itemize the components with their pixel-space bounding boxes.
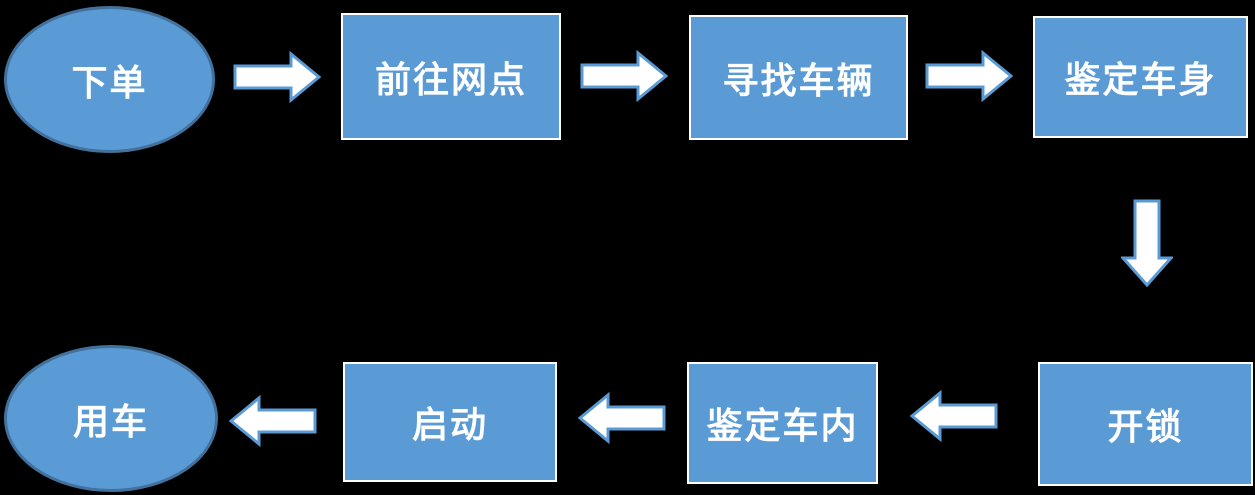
node-go-to-outlet: 前往网点 xyxy=(341,13,561,140)
node-label: 前往网点 xyxy=(374,58,527,100)
node-label: 鉴定车身 xyxy=(1064,59,1217,100)
node-start: 启动 xyxy=(343,362,557,482)
node-label: 启动 xyxy=(411,404,488,445)
node-label: 用车 xyxy=(72,400,149,442)
node-inspect-body: 鉴定车身 xyxy=(1033,16,1248,138)
node-label: 开锁 xyxy=(1107,406,1184,447)
node-use-car: 用车 xyxy=(4,345,218,492)
arrow-right-icon xyxy=(580,50,668,102)
node-label: 寻找车辆 xyxy=(722,59,875,101)
node-label: 下单 xyxy=(71,61,148,103)
arrow-right-icon xyxy=(233,51,321,103)
arrow-left-icon xyxy=(229,395,317,447)
node-unlock: 开锁 xyxy=(1038,362,1253,486)
arrow-left-icon xyxy=(910,390,998,442)
node-place-order: 下单 xyxy=(4,6,215,153)
arrow-left-icon xyxy=(578,392,666,444)
node-label: 鉴定车内 xyxy=(706,405,859,446)
node-find-vehicle: 寻找车辆 xyxy=(689,15,908,140)
arrow-down-icon xyxy=(1121,199,1173,287)
arrow-right-icon xyxy=(925,50,1013,102)
node-inspect-interior: 鉴定车内 xyxy=(687,362,878,484)
